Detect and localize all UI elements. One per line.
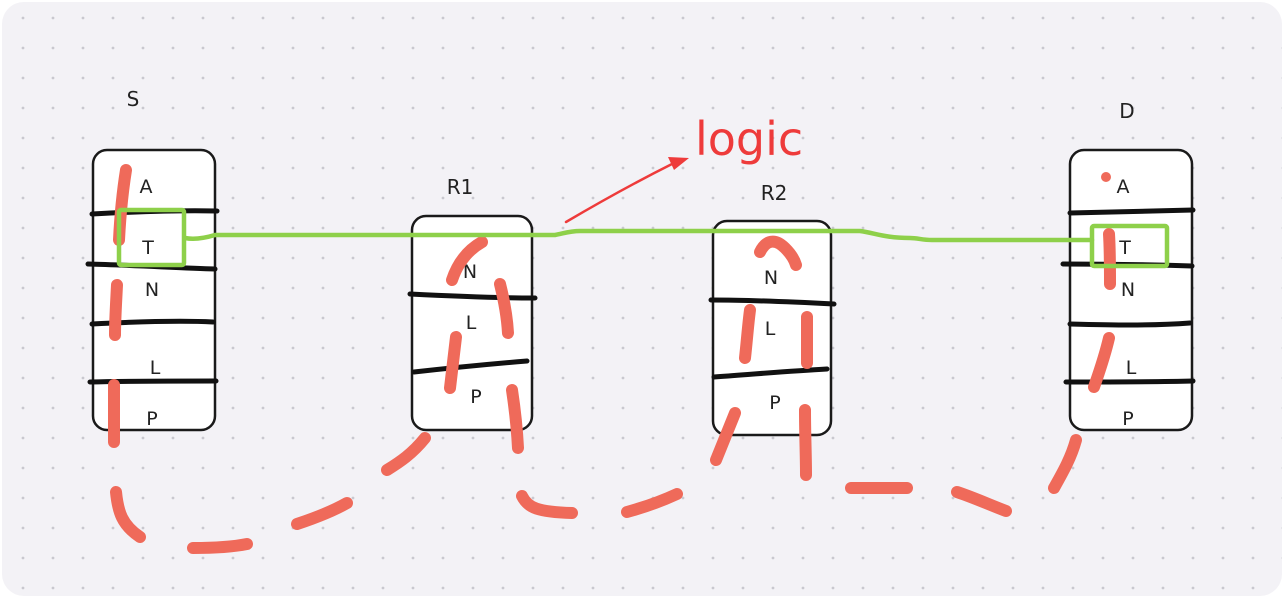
node-d-divider	[1067, 320, 1193, 328]
node-r1-box	[410, 214, 534, 432]
path-segment	[1103, 228, 1116, 290]
path-segment	[187, 538, 253, 554]
path-segment	[110, 486, 146, 543]
physical-path	[108, 164, 1116, 554]
path-segment	[1048, 434, 1082, 494]
path-segment	[516, 490, 578, 519]
node-r2-layer-label: N	[764, 267, 778, 289]
node-r2-title: R2	[761, 181, 788, 205]
path-segment	[739, 304, 756, 364]
path-segment	[381, 432, 431, 476]
node-s-layer-label: L	[150, 357, 161, 379]
logical-endpoint-box-d	[1089, 223, 1170, 269]
node-r2-layer-label: P	[769, 392, 780, 414]
node-d-title: D	[1119, 99, 1134, 123]
path-segment	[1088, 332, 1115, 393]
path-segment	[951, 486, 1012, 517]
annotation-arrow-line	[564, 162, 674, 224]
path-segment	[754, 235, 802, 271]
node-d-layer-label: L	[1126, 357, 1137, 379]
path-segment	[109, 279, 123, 341]
node-d-layer-label: N	[1121, 279, 1135, 301]
node-r2-box	[711, 219, 833, 437]
path-segment	[710, 407, 741, 466]
node-s-layer-label: N	[145, 279, 159, 301]
path-segment	[444, 331, 462, 394]
node-r1-divider	[411, 358, 530, 375]
node-r1-title: R1	[447, 175, 474, 199]
node-s-title: S	[127, 87, 140, 111]
node-r1-layer-label: N	[463, 261, 477, 283]
node-r2-layer-label: L	[765, 318, 776, 340]
node-r1: R1 N L P	[407, 175, 538, 432]
node-r2-divider	[711, 366, 830, 380]
path-segment	[799, 404, 812, 481]
node-r1-layer-label: P	[470, 386, 481, 408]
logic-annotation: logic	[564, 112, 803, 224]
path-segment	[291, 497, 353, 530]
node-s-layer-label: A	[140, 176, 153, 198]
path-segment	[446, 236, 488, 286]
node-s-layer-label: T	[141, 237, 154, 259]
path-segment	[494, 278, 514, 339]
node-r2-divider	[708, 297, 837, 307]
logical-path	[116, 207, 1170, 269]
node-s-layer-label: P	[146, 408, 157, 430]
node-d-layer-label: T	[1118, 237, 1131, 259]
node-d-layer-label: A	[1117, 176, 1130, 198]
node-s-divider	[87, 378, 219, 385]
node-d-layer-label: P	[1122, 408, 1133, 430]
annotation-arrowhead	[668, 157, 689, 170]
node-r1-layer-label: L	[466, 312, 477, 334]
node-s-divider	[89, 318, 216, 327]
node-r1-divider	[407, 291, 538, 301]
logical-link-line	[182, 228, 1095, 243]
path-segment	[621, 488, 683, 518]
path-endpoint-dot	[1101, 172, 1111, 182]
node-d-divider	[1067, 207, 1196, 216]
node-d-divider	[1063, 378, 1196, 385]
annotation-label: logic	[695, 112, 803, 166]
node-r2: R2 N L P	[708, 181, 837, 437]
path-segment	[506, 384, 524, 454]
